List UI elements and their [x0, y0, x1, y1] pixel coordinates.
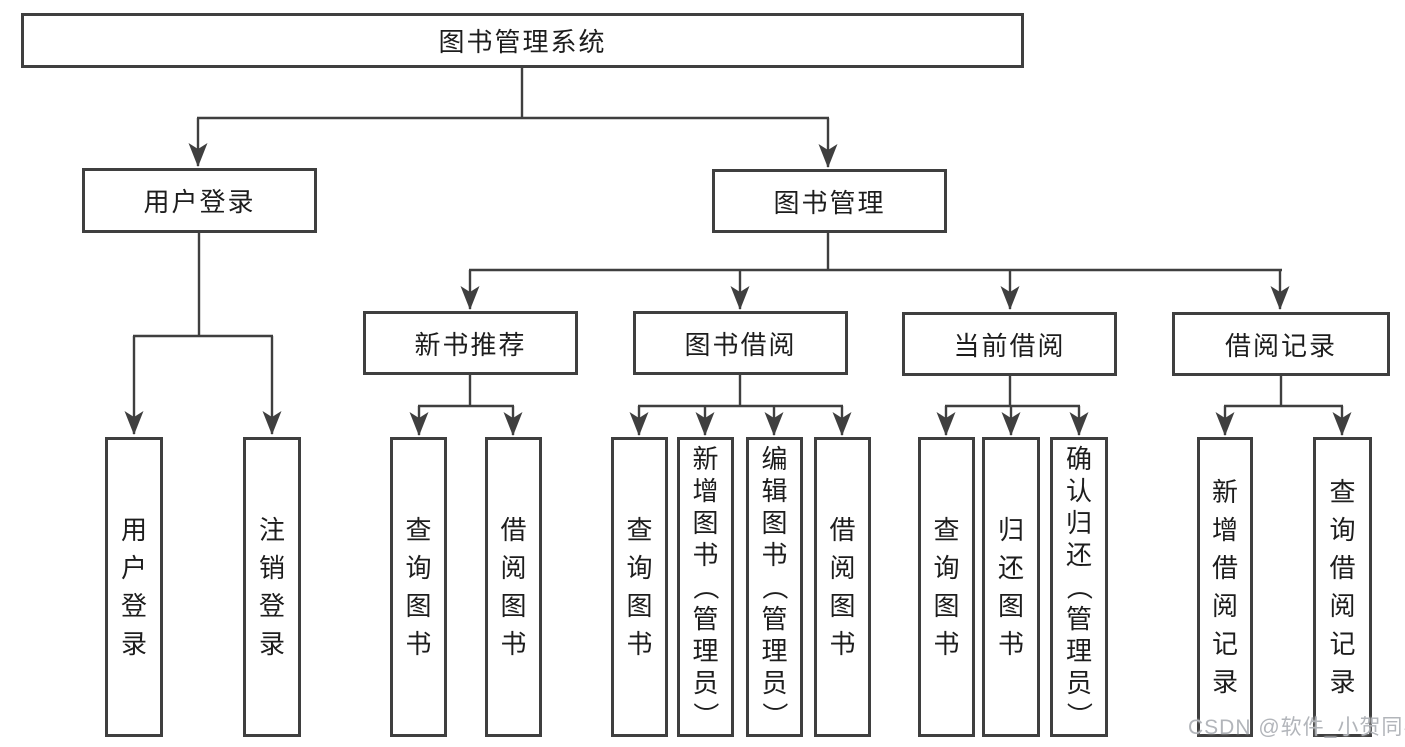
node-borrowing-records: 借阅记录	[1172, 312, 1390, 376]
node-book-borrowing: 图书借阅	[633, 311, 848, 375]
leaf-query-books-borrow: 查询图书	[611, 437, 668, 737]
node-book-management: 图书管理	[712, 169, 947, 233]
leaf-borrow-books-borrow: 借阅图书	[814, 437, 871, 737]
node-library-system: 图书管理系统	[21, 13, 1024, 68]
leaf-query-books-recommend: 查询图书	[390, 437, 447, 737]
node-new-book-recommendation: 新书推荐	[363, 311, 578, 375]
node-current-borrowing: 当前借阅	[902, 312, 1117, 376]
leaf-borrow-books-recommend: 借阅图书	[485, 437, 542, 737]
leaf-edit-books-admin: 编辑图书（管理员）	[746, 437, 803, 737]
leaf-query-books-current: 查询图书	[918, 437, 975, 737]
leaf-logout: 注销登录	[243, 437, 301, 737]
leaf-user-login: 用户登录	[105, 437, 163, 737]
leaf-return-books: 归还图书	[982, 437, 1040, 737]
leaf-query-borrow-record: 查询借阅记录	[1313, 437, 1372, 737]
leaf-add-borrow-record: 新增借阅记录	[1197, 437, 1253, 737]
watermark: CSDN @软件_小贺同学	[1188, 716, 1405, 739]
leaf-confirm-return-admin: 确认归还（管理员）	[1050, 437, 1108, 737]
leaf-add-books-admin: 新增图书（管理员）	[677, 437, 734, 737]
node-user-login: 用户登录	[82, 168, 317, 233]
